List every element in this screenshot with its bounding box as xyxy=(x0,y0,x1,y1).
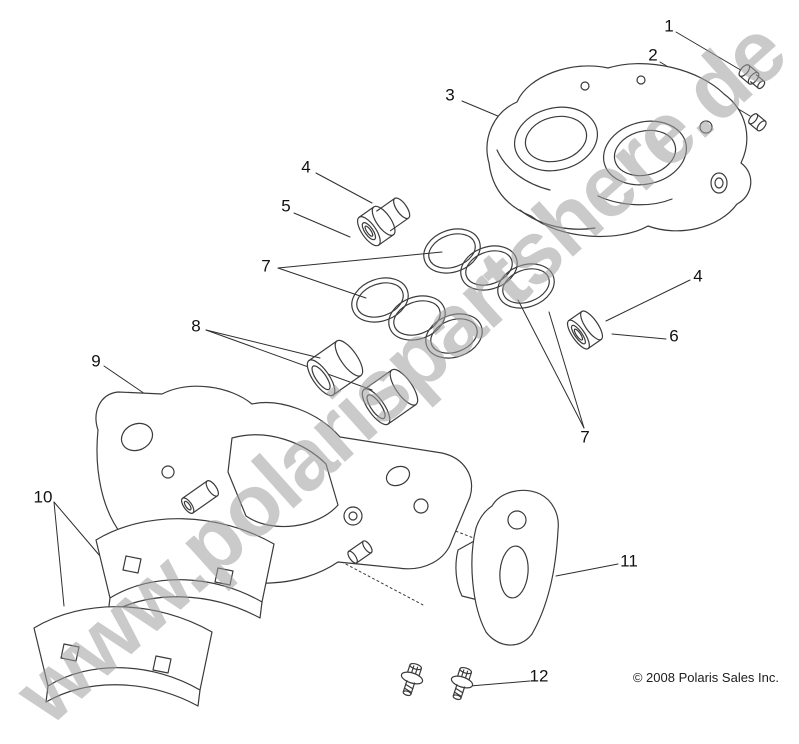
caliper-body xyxy=(486,63,752,238)
leader-lines xyxy=(53,31,751,687)
copyright-text: © 2008 Polaris Sales Inc. xyxy=(632,670,779,685)
brake-pad-2 xyxy=(33,606,213,707)
brake-pad-1 xyxy=(95,518,275,619)
callout-4-right: 4 xyxy=(693,266,703,286)
bleed-screw xyxy=(738,64,766,90)
caliper-bushing-2 xyxy=(361,368,419,426)
callout-2: 2 xyxy=(648,45,658,65)
flange-bolt-2 xyxy=(450,666,474,701)
callout-12: 12 xyxy=(529,666,549,686)
bleed-screw-cap xyxy=(748,113,767,132)
caliper-bushing-1 xyxy=(306,339,364,397)
piston-seal xyxy=(566,310,604,350)
callout-7-right: 7 xyxy=(580,427,590,447)
callout-1: 1 xyxy=(664,16,674,36)
callout-7-left: 7 xyxy=(261,256,271,276)
guide-pin xyxy=(180,480,220,514)
bracket-stud xyxy=(347,540,373,564)
callout-11: 11 xyxy=(620,551,638,571)
callout-5: 5 xyxy=(281,196,291,216)
caliper-piston xyxy=(356,197,411,247)
callout-9: 9 xyxy=(91,351,101,371)
callout-10: 10 xyxy=(33,487,53,507)
callout-3: 3 xyxy=(445,85,455,105)
stop-bracket xyxy=(455,489,559,646)
o-ring-set xyxy=(351,228,555,359)
callout-4-left: 4 xyxy=(301,157,311,177)
flange-bolt-1 xyxy=(400,662,424,697)
callout-8: 8 xyxy=(191,316,201,336)
callout-6: 6 xyxy=(669,326,679,346)
